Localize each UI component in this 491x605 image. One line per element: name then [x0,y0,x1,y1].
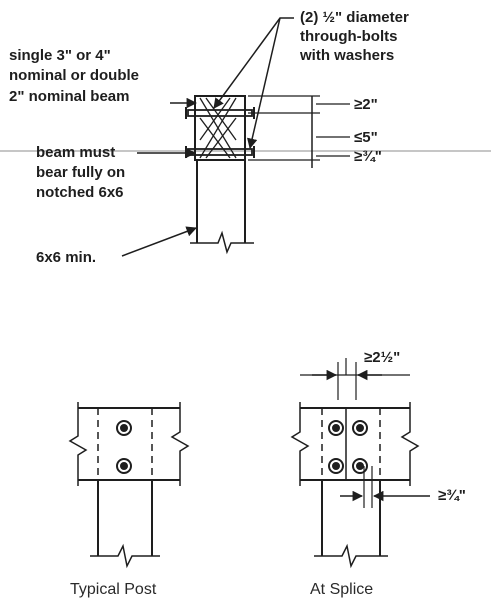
beam-label-line-3: 2" nominal beam [9,88,130,105]
splice-width-label: ≥2½" [364,349,401,366]
at-splice-caption: At Splice [310,581,374,598]
dim-top-label: ≥2" [354,96,378,113]
top-elevation-detail [0,17,491,257]
typical-bolt-upper [116,420,132,436]
dim-middle-label: ≤5" [354,129,378,146]
bolt-label-leader-2 [247,17,281,150]
dim-bottom-label: ≥¾" [354,148,382,165]
beam-label-line-2: nominal or double [9,67,139,84]
bolt-label-leader [213,17,294,109]
post-break-line [190,230,254,255]
splice-bolts [328,420,368,474]
bolt-label-line-1: (2) ½" diameter [300,9,409,26]
typical-post-detail [68,402,190,569]
post-label-leader [121,226,197,257]
beam-outline [194,95,246,161]
post-min-label: 6x6 min. [36,249,97,266]
typical-bolt-lower [116,458,132,474]
bear-label-line-3: notched 6x6 [36,184,124,201]
bolt-label-line-2: through-bolts [300,28,398,45]
splice-edge-label: ≥¾" [438,487,466,504]
bear-label-line-2: bear fully on [36,164,126,181]
lower-bolt [185,146,255,158]
splice-detail [290,358,430,569]
bolt-label-line-3: with washers [300,47,395,64]
dimension-extensions [248,95,320,161]
beam-label-line-1: single 3" or 4" [9,47,111,64]
typical-post-caption: Typical Post [70,581,157,598]
beam-hatch [199,97,237,159]
bear-label-line-1: beam must [36,144,116,161]
